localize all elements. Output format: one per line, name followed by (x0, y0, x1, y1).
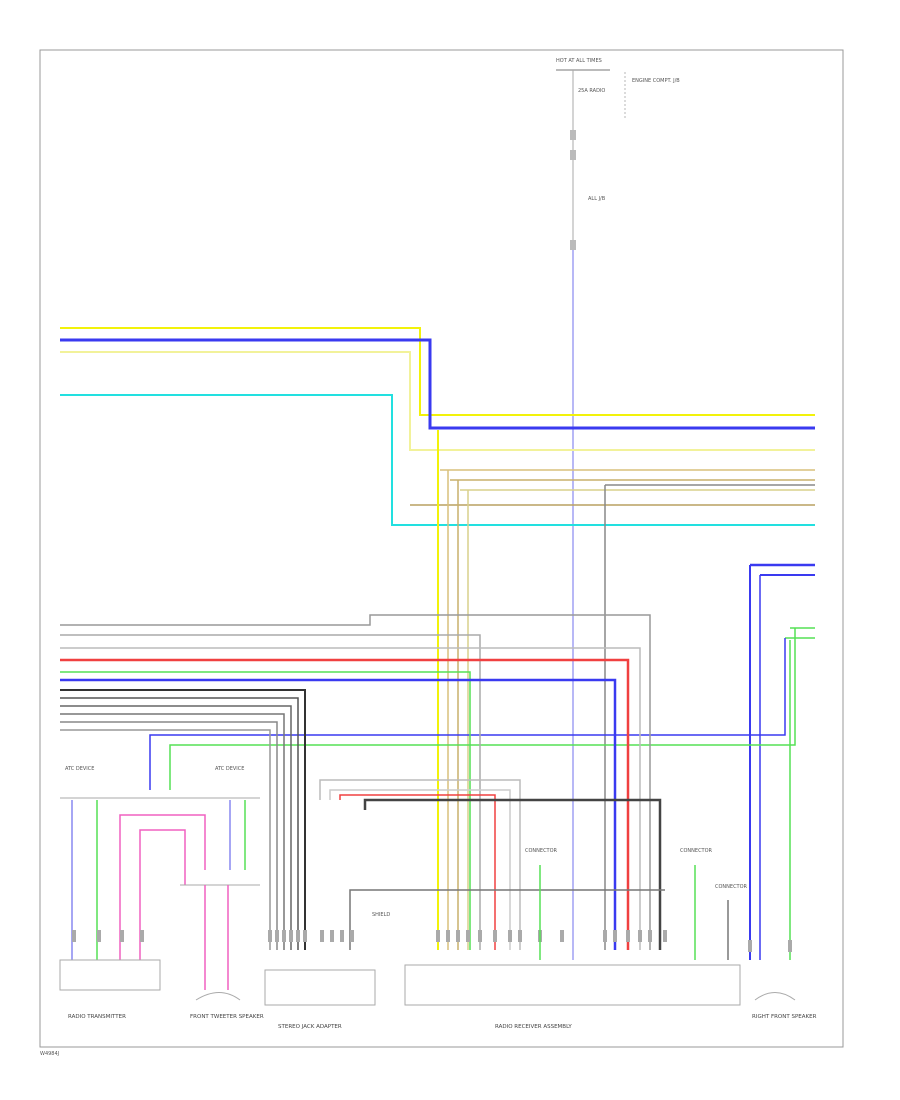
bottom-left-label: RADIO TRANSMITTER (68, 1014, 126, 1020)
vertical-drops (149, 430, 796, 960)
left-middle-wires (60, 614, 651, 950)
bottom-center-label: RADIO RECEIVER ASSEMBLY (495, 1024, 572, 1030)
bottom-mid-label: STEREO JACK ADAPTER (278, 1024, 342, 1030)
page-ref: W4984J (40, 1051, 59, 1057)
ground3-label: CONNECTOR (715, 884, 748, 890)
fuse-block: HOT AT ALL TIMES 25A RADIO ENGINE COMPT.… (556, 58, 680, 250)
ground1-label: CONNECTOR (525, 848, 558, 854)
component-boxes (59, 959, 796, 1006)
connector-pins (72, 930, 792, 952)
left-module2-label: ATC DEVICE (215, 766, 244, 772)
shield-label: SHIELD (372, 912, 390, 918)
ground2-label: CONNECTOR (680, 848, 713, 854)
junction-top-label: ENGINE COMPT. J/B (632, 78, 680, 84)
junction-mid-label: ALL J/B (588, 196, 606, 202)
diagram-frame (39, 49, 844, 1048)
top-fuse-label: HOT AT ALL TIMES (556, 58, 602, 64)
left-upper-wires (60, 327, 815, 526)
bottom-left2-label: FRONT TWEETER SPEAKER (190, 1014, 264, 1020)
bottom-right-label: RIGHT FRONT SPEAKER (752, 1014, 817, 1020)
fuse-name-label: 25A RADIO (578, 88, 605, 94)
left-module-label: ATC DEVICE (65, 766, 94, 772)
ground-stubs: CONNECTOR CONNECTOR CONNECTOR SHIELD (372, 848, 748, 960)
right-upper-wires (410, 469, 815, 639)
receiver-top-wires (319, 779, 665, 950)
left-modules: ATC DEVICE ATC DEVICE (60, 766, 260, 990)
